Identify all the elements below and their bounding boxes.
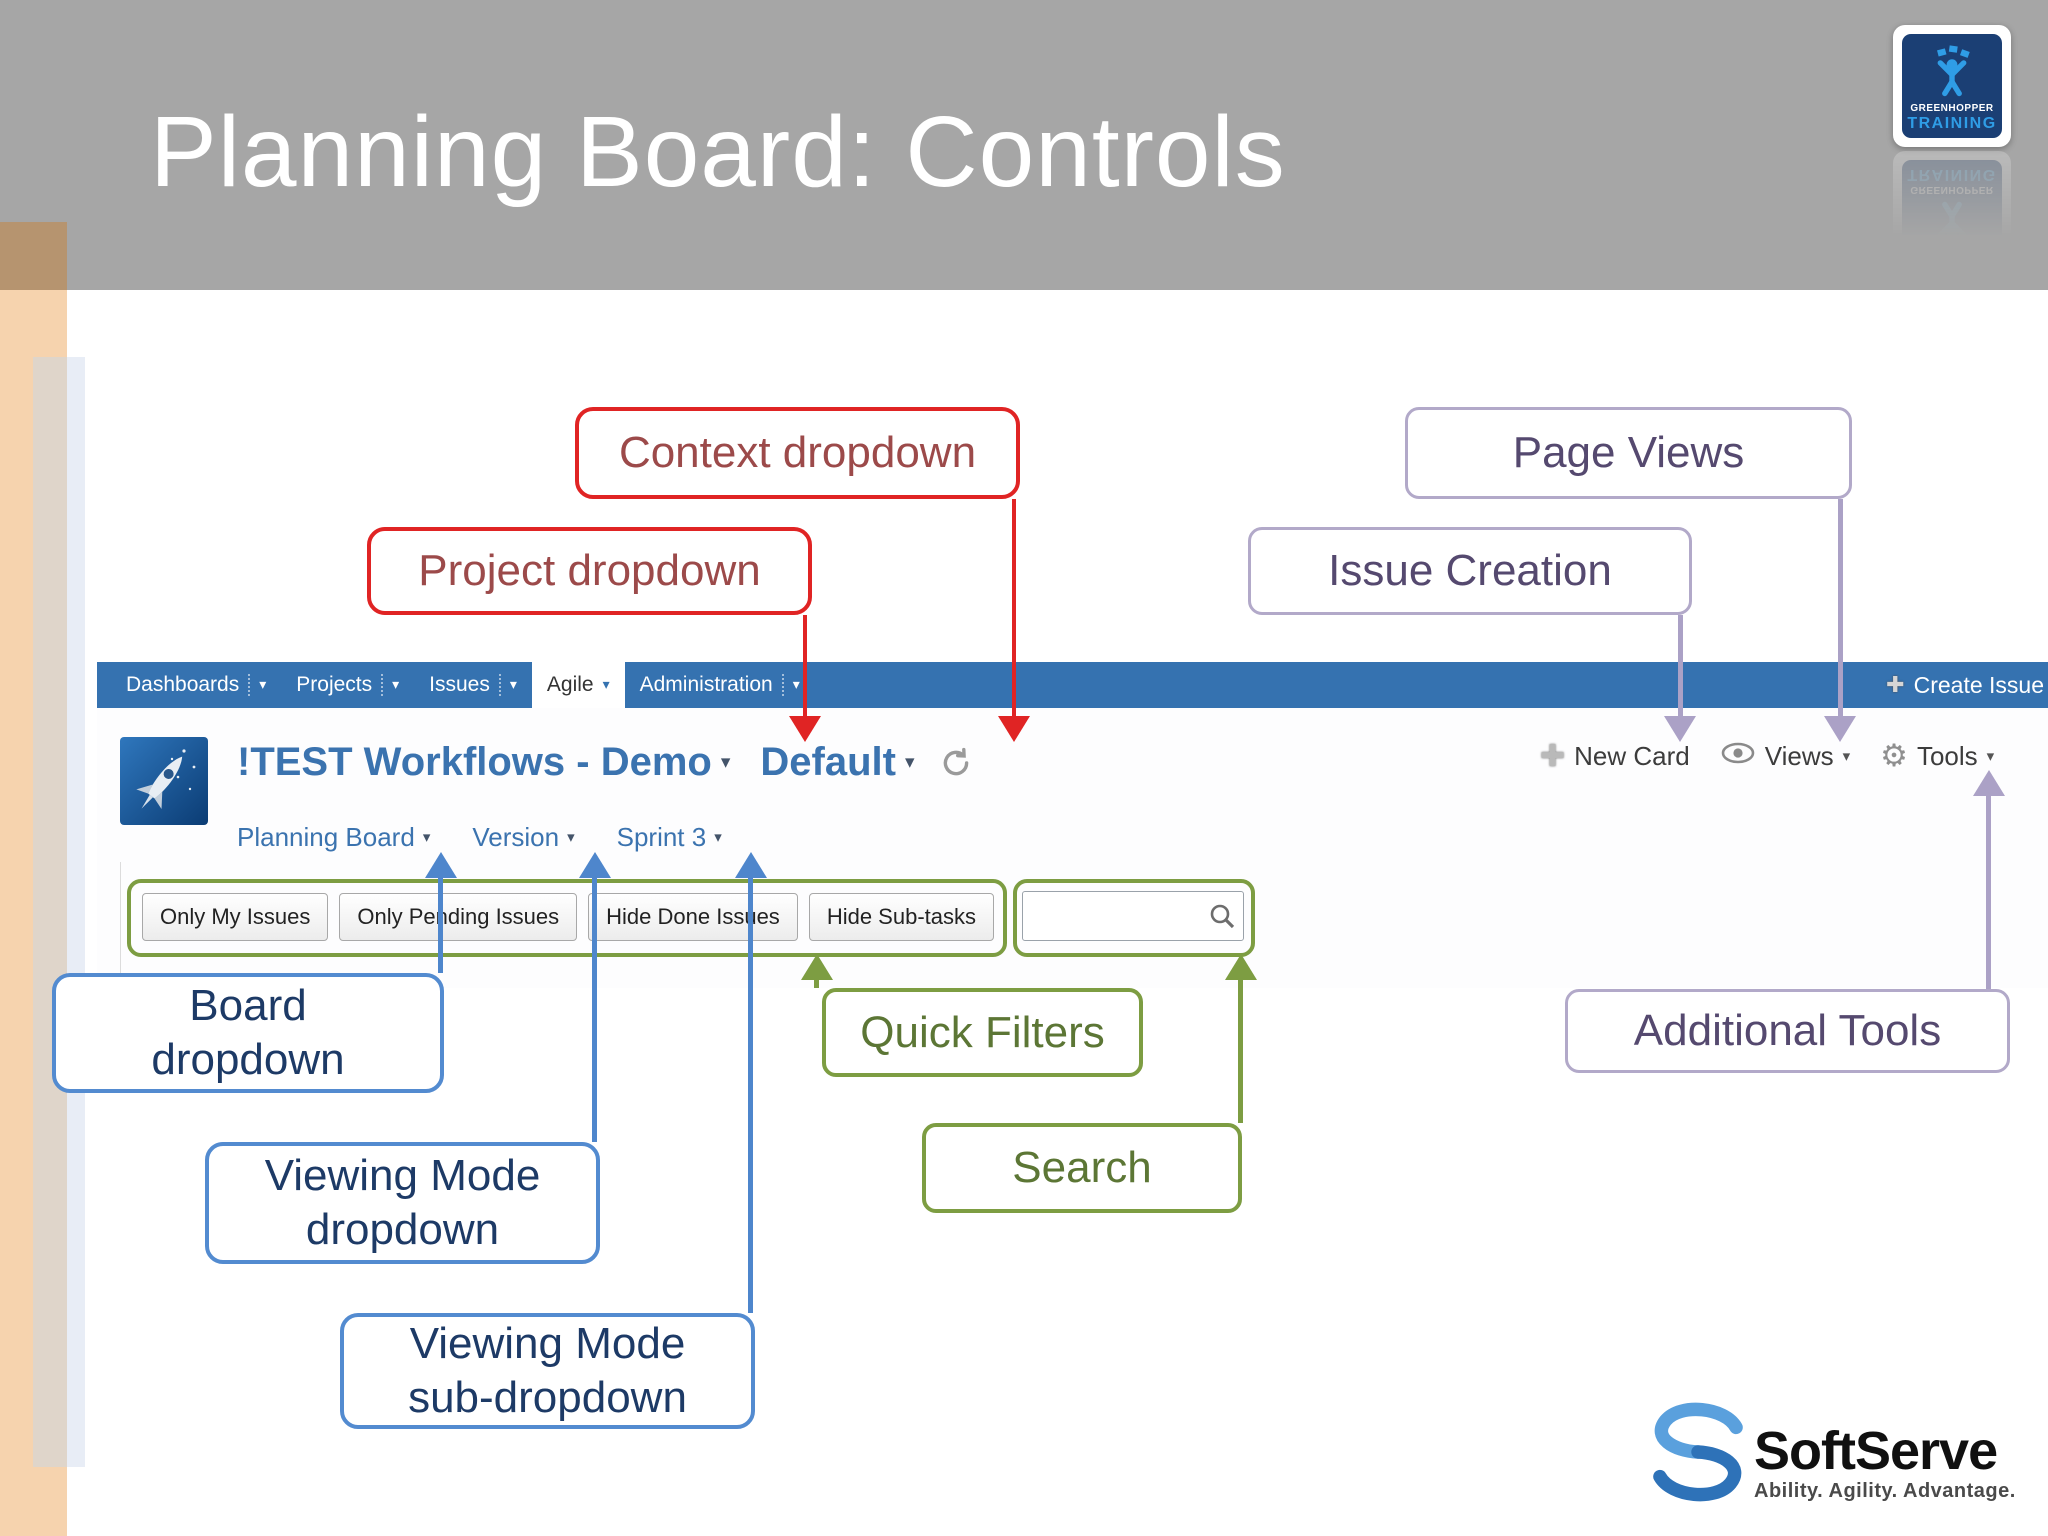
board-subnav: Planning Board ▾ Version ▾ Sprint 3 ▾ [237, 822, 722, 853]
nav-issues[interactable]: Issues ▾ [429, 673, 517, 696]
project-title-dropdown[interactable]: !TEST Workflows - Demo [237, 740, 712, 784]
callout-viewing-mode-dropdown: Viewing Mode dropdown [205, 1142, 600, 1264]
decor-gray-strip [33, 357, 67, 1467]
filter-only-my-issues[interactable]: Only My Issues [142, 893, 329, 941]
arrow-down-icon [789, 716, 821, 742]
filter-hide-sub-tasks[interactable]: Hide Sub-tasks [808, 893, 994, 941]
chevron-down-icon[interactable]: ▾ [792, 677, 800, 693]
softserve-s-icon [1642, 1396, 1754, 1513]
gear-icon: ⚙ [1880, 738, 1908, 774]
arrow-up-icon [1225, 954, 1257, 980]
chevron-down-icon: ▾ [567, 828, 575, 846]
arrow-down-icon [1824, 716, 1856, 742]
connector-project [803, 615, 807, 716]
chevron-down-icon[interactable]: ▾ [259, 677, 267, 693]
softserve-tagline: Ability. Agility. Advantage. [1754, 1480, 2016, 1502]
panel-edge [120, 862, 121, 986]
connector-viewing-mode [592, 878, 597, 1142]
connector-page-views [1838, 499, 1843, 716]
app-navbar: Dashboards ▾ Projects ▾ Issues ▾ Agile ▾… [97, 662, 2048, 708]
filter-only-pending-issues[interactable]: Only Pending Issues [339, 893, 578, 941]
chevron-down-icon: ▾ [422, 828, 431, 846]
connector-search [1238, 980, 1243, 1123]
nav-agile-active-tab[interactable]: Agile ▾ [531, 662, 625, 708]
connector-issue-creation [1678, 615, 1683, 716]
connector-additional-tools [1986, 796, 1991, 989]
callout-additional-tools: Additional Tools [1565, 989, 2010, 1073]
decor-tan-square [0, 222, 67, 290]
nav-separator [781, 674, 784, 696]
callout-project-dropdown: Project dropdown [367, 527, 812, 615]
callout-search: Search [922, 1123, 1242, 1213]
callout-quick-filters: Quick Filters [822, 988, 1143, 1077]
training-logo-text: TRAINING [1907, 115, 1997, 132]
chevron-down-icon: ▾ [1986, 746, 1995, 765]
views-dropdown[interactable]: Views ▾ [1720, 741, 1850, 772]
greenhopper-logo-text: GREENHOPPER [1910, 103, 1994, 114]
board-dropdown[interactable]: Planning Board ▾ [237, 822, 431, 852]
chevron-down-icon[interactable]: ▾ [904, 751, 915, 773]
chevron-down-icon[interactable]: ▾ [392, 677, 400, 693]
search-highlight [1013, 879, 1255, 957]
context-dropdown-value[interactable]: Default [760, 740, 896, 784]
nav-separator [381, 674, 384, 696]
search-field-wrap [1022, 891, 1244, 941]
search-input[interactable] [1022, 891, 1244, 941]
chevron-down-icon[interactable]: ▾ [602, 677, 610, 693]
new-card-button[interactable]: ✚ New Card [1540, 738, 1690, 774]
connector-context [1012, 499, 1016, 716]
greenhopper-logo: GREENHOPPER TRAINING [1893, 25, 2011, 147]
callout-issue-creation: Issue Creation [1248, 527, 1692, 615]
eye-icon [1720, 741, 1756, 772]
callout-context-dropdown: Context dropdown [575, 407, 1020, 499]
slide-header-band [0, 0, 2048, 290]
viewing-mode-sub-dropdown[interactable]: Sprint 3 ▾ [616, 822, 722, 852]
page-title: Planning Board: Controls [150, 96, 1286, 208]
greenhopper-figure-icon [1925, 196, 1979, 253]
header-actions: ✚ New Card Views ▾ ⚙ Tools ▾ [1540, 738, 1994, 774]
project-header: !TEST Workflows - Demo ▾ Default ▾ [237, 740, 973, 785]
connector-quick-filters [814, 980, 819, 988]
tools-dropdown[interactable]: ⚙ Tools ▾ [1880, 738, 1995, 774]
plus-icon: ✚ [1886, 672, 1905, 698]
nav-dashboards[interactable]: Dashboards ▾ [126, 673, 267, 696]
chevron-down-icon: ▾ [714, 828, 722, 846]
arrow-up-icon [1973, 770, 2005, 796]
plus-icon: ✚ [1540, 738, 1566, 774]
logo-reflection: GREENHOPPER TRAINING [1893, 151, 2011, 273]
arrow-down-icon [1664, 716, 1696, 742]
refresh-icon[interactable] [939, 746, 973, 780]
chevron-down-icon[interactable]: ▾ [720, 751, 731, 773]
decor-blue-strip [67, 357, 85, 1467]
nav-spacer [815, 662, 1886, 708]
arrow-down-icon [998, 716, 1030, 742]
chevron-down-icon: ▾ [1842, 746, 1851, 765]
nav-separator [248, 674, 251, 696]
greenhopper-figure-icon [1925, 45, 1979, 102]
arrow-up-icon [425, 852, 457, 878]
project-avatar [120, 737, 208, 825]
nav-separator [498, 674, 501, 696]
viewing-mode-dropdown[interactable]: Version ▾ [472, 822, 575, 852]
callout-board-dropdown: Board dropdown [52, 973, 444, 1093]
softserve-logo: SoftServe Ability. Agility. Advantage. [1642, 1396, 2016, 1513]
arrow-up-icon [735, 852, 767, 878]
callout-page-views: Page Views [1405, 407, 1852, 499]
chevron-down-icon[interactable]: ▾ [509, 677, 517, 693]
softserve-wordmark: SoftServe [1754, 1421, 1998, 1481]
quick-filter-bar: Only My Issues Only Pending Issues Hide … [142, 893, 994, 941]
arrow-up-icon [801, 954, 833, 980]
nav-projects[interactable]: Projects ▾ [296, 673, 400, 696]
connector-board [438, 878, 443, 973]
quick-filters-highlight [127, 879, 1007, 957]
create-issue-button[interactable]: ✚ Create Issue [1886, 671, 2044, 698]
callout-viewing-mode-sub-dropdown: Viewing Mode sub-dropdown [340, 1313, 755, 1429]
arrow-up-icon [579, 852, 611, 878]
nav-administration[interactable]: Administration ▾ [639, 673, 800, 696]
connector-viewing-mode-sub [748, 878, 753, 1313]
search-icon [1208, 902, 1236, 935]
